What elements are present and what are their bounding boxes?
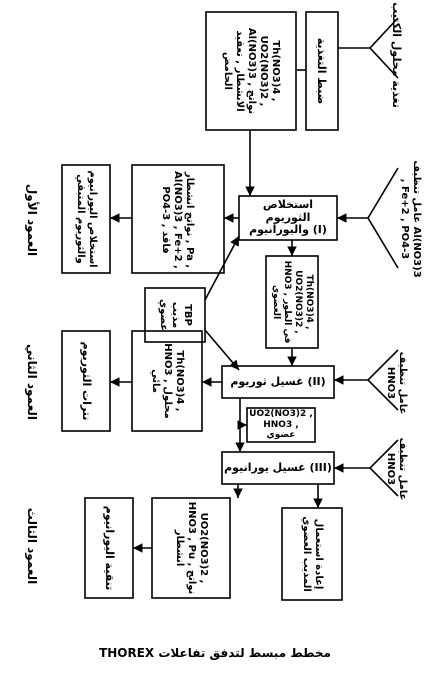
thorium-final-label: نترات الثوريوم: [79, 341, 93, 421]
tbp-to-thorium-strip-arrow: [204, 329, 240, 371]
solvent-recycle-box: [281, 507, 343, 601]
uranium-strip-label: غسيل يورانيوم (III): [224, 460, 332, 474]
cycle-third-label: العمود الثالث: [25, 507, 40, 585]
feed-content-label: Th(NO3)4 , UO2(NO3)2 , Al(NO3)3 , نواتج …: [222, 27, 281, 115]
scrub2-input-fork: [334, 349, 399, 411]
scrub1-input-fork: [337, 167, 399, 269]
diagram-caption: مخطط مبسط لتدفق تفاعلات THOREX: [99, 646, 331, 660]
cycle-second-label: العمود الثاني: [25, 344, 40, 420]
waste1-label: استخلاص اليورانيوم والثوريوم المتبقي: [75, 170, 98, 268]
raffinate1-label: نواتج انشطار , Pa , Al(NO3)3 , Fe+2 , PO…: [160, 171, 195, 269]
tbp-box: [144, 287, 206, 343]
organic2-label: UO2(NO3)2 , HNO3 , عضوي: [249, 409, 313, 441]
thorium-strip-label: غسيل ثوريوم (II): [230, 374, 326, 388]
thorium-strip-to-organic2-arrow: [237, 398, 247, 430]
feed-input-fork: [338, 17, 399, 79]
solvent-recycle-label: إعادة استعمال المذيب العضوي: [301, 516, 324, 592]
organic1-label: Th(NO3)4 , UO2(NO3)2 , HNO3 , في الطور ا…: [271, 260, 314, 344]
cycle-first-label: العمود الأول: [25, 183, 40, 257]
scrub3-input-fork: [334, 439, 399, 497]
tbp-to-extraction-arrow: [204, 235, 240, 301]
uranium-final-label: تنقية اليورانيوم: [102, 505, 116, 591]
thorium-product-label: Th(NO3)4 , HNO3 , محلول مائي: [150, 343, 185, 419]
feed-input-label: تغذية محلول الكتيب: [389, 2, 403, 108]
feed-adjust-label: ضبط التغذية: [314, 37, 328, 105]
extraction-label: استخلاص الثوريوم واليورانيوم (I): [249, 198, 327, 237]
scrub3-input-label: عامل تنظيف HNO3: [385, 437, 408, 501]
scrub1-input-label: عامل تنظيف Al(NO3)3 , Fe+2 , PO4-3: [399, 160, 422, 278]
feed-adjust-box: [305, 11, 339, 131]
scrub2-input-label: عامل تنظيف HNO3: [385, 351, 408, 415]
feed-content-box: [205, 11, 297, 131]
uranium-product-label: UO2(NO3)2 , HNO3 , Pu , نواتج انشطار: [174, 501, 209, 595]
